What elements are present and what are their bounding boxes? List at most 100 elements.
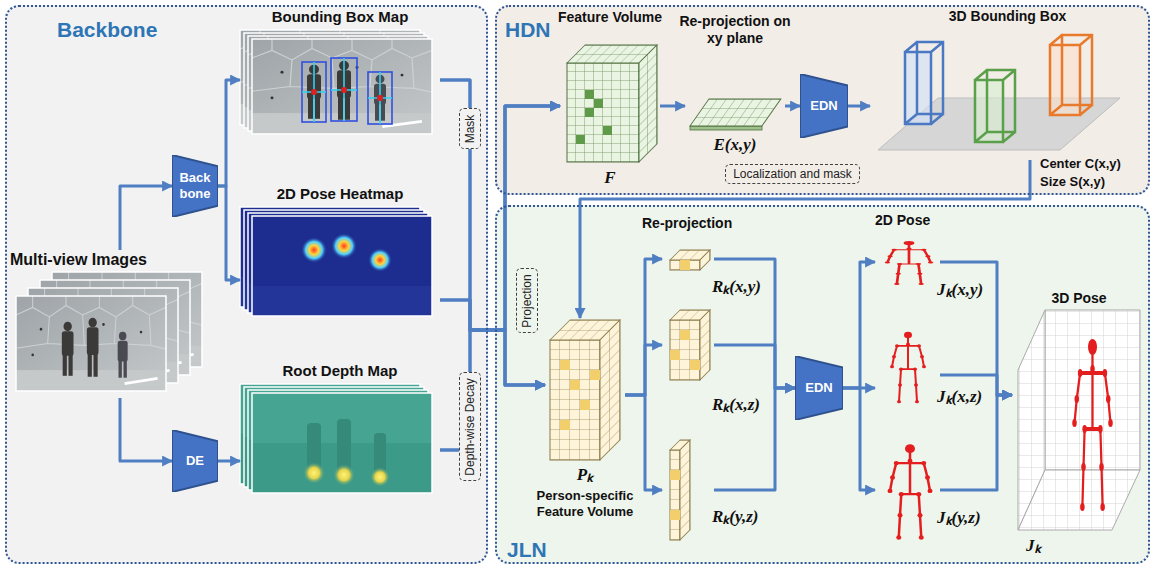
map-stack: 2D Pose Heatmap [240,185,440,330]
multi-view-photos [16,296,166,391]
flow-arrow [218,186,240,280]
flow-arrow [843,388,875,490]
person-feature-cube [600,320,620,460]
image-stack: Multi-view Images [10,250,215,398]
node-label: EDN [810,98,837,114]
node-label: 2D Pose Heatmap [240,185,440,203]
node-label: Size S(x,y) [1040,174,1105,190]
pose-figures [885,241,934,285]
depth-estimator-trapezoid: DE [172,430,218,492]
map-stack: Bounding Box Map [240,8,440,136]
flow-arrow [120,398,172,461]
pose-2d: Jₖ(x,z) [875,325,940,410]
person-feature-cube [550,320,620,460]
flow-arrow [625,345,662,395]
feature-volume: Feature VolumeF [560,40,660,165]
pose-2d: 2D PoseJₖ(x,y) [875,238,940,288]
flow-arrow [660,105,685,108]
feature-volume-cube [585,108,594,117]
node-label: Jₖ [1026,536,1041,556]
bounding-box-map-stack [302,58,392,124]
node-label: Rₖ(y,z) [712,507,758,527]
flow-arrow [940,395,1012,490]
pose-figures [890,332,926,404]
multi-view-photos [16,296,166,391]
xy-reprojection: Re-projectionRₖ(x,y) [662,245,714,273]
node-label: Projection [520,274,534,327]
panel-grounds [5,5,488,564]
pose-figures [888,444,933,540]
node-label: Pₖ [545,465,625,485]
flow-arrow [440,106,560,330]
panel-grounds [495,5,1150,195]
bounding-box-map-stack [302,58,392,124]
heatmap-stack [240,207,432,316]
bounding-box-map-stack [311,87,383,101]
xy-plane-grid [690,99,781,130]
node-label: Mask [463,114,477,143]
trapezoid-outline [172,430,218,492]
feature-volume-cube [639,45,657,162]
node-label: Center C(x,y) [1040,156,1121,172]
root-depth-stack [252,393,432,493]
node-label: HDN [505,17,551,42]
backbone-panel: BackboneMulti-view ImagesBack boneDEBoun… [5,5,488,564]
flow-arrow [843,262,875,388]
node-label: E(x,y) [685,135,785,155]
backbone-trapezoid: Back bone [172,155,218,217]
node-label: 2D Pose [875,212,930,229]
xz-reprojection: Rₖ(x,z) [662,305,714,385]
reprojection-volumes [690,360,700,370]
person-feature-cube [550,340,600,460]
heatmap-stack [252,216,432,316]
bounding-box-map-stack [240,30,432,134]
dashed-label: Localization and mask [725,164,860,184]
bounding-box-scene [905,42,943,124]
dashed-label: Depth-wise Decay [459,372,481,481]
person-feature-cube [590,370,600,380]
feature-volume-cube [603,126,612,135]
trapezoid-outline [172,155,218,217]
bounding-box-view: 3D Bounding BoxCenter C(x,y)Size S(x,y) [870,30,1145,160]
trapezoid-outline [795,356,843,420]
person-feature-cube [560,420,570,430]
reprojection-volumes [670,250,710,540]
bounding-box-scene [1050,35,1092,115]
flow-arrow [714,345,795,388]
flow-arrow [218,80,240,186]
dashed-label: Mask [459,108,481,149]
node-label: Re-projection [642,215,732,232]
flow-arrow [440,80,545,385]
person-feature-cube [570,380,580,390]
bounding-box-map-stack [341,87,347,93]
node-label: Back bone [179,170,210,201]
node-label: 3D Pose [1012,290,1146,307]
feature-volume-cube [576,90,612,144]
person-feature-cube [580,400,590,410]
node-label: Root Depth Map [240,362,440,380]
edn-trapezoid: EDN [795,356,843,420]
feature-volume-cube [576,135,585,144]
trapezoid-outline [800,74,848,138]
bounding-box-map-stack [252,39,432,134]
node-label: F [560,168,660,188]
node-label: Person-specific Feature Volume [525,488,645,519]
flow-arrow [218,460,240,463]
reprojection-volumes [670,450,680,540]
reprojection-volumes [680,260,690,270]
dashed-label: Projection [516,268,538,333]
pose-3d-grid [1018,470,1140,530]
person-feature-cube [560,360,600,430]
flow-arrow [625,259,662,395]
node-label: Rₖ(x,z) [712,395,760,415]
xy-plane-grid [690,126,762,130]
node-label: JLN [507,537,547,562]
reprojection-volumes [670,260,700,270]
node-label: Feature Volume [530,9,690,26]
root-depth-stack [252,393,432,493]
feature-volume-cube [585,90,594,99]
heatmap-stack [252,216,432,316]
reprojection-volumes [670,320,700,380]
